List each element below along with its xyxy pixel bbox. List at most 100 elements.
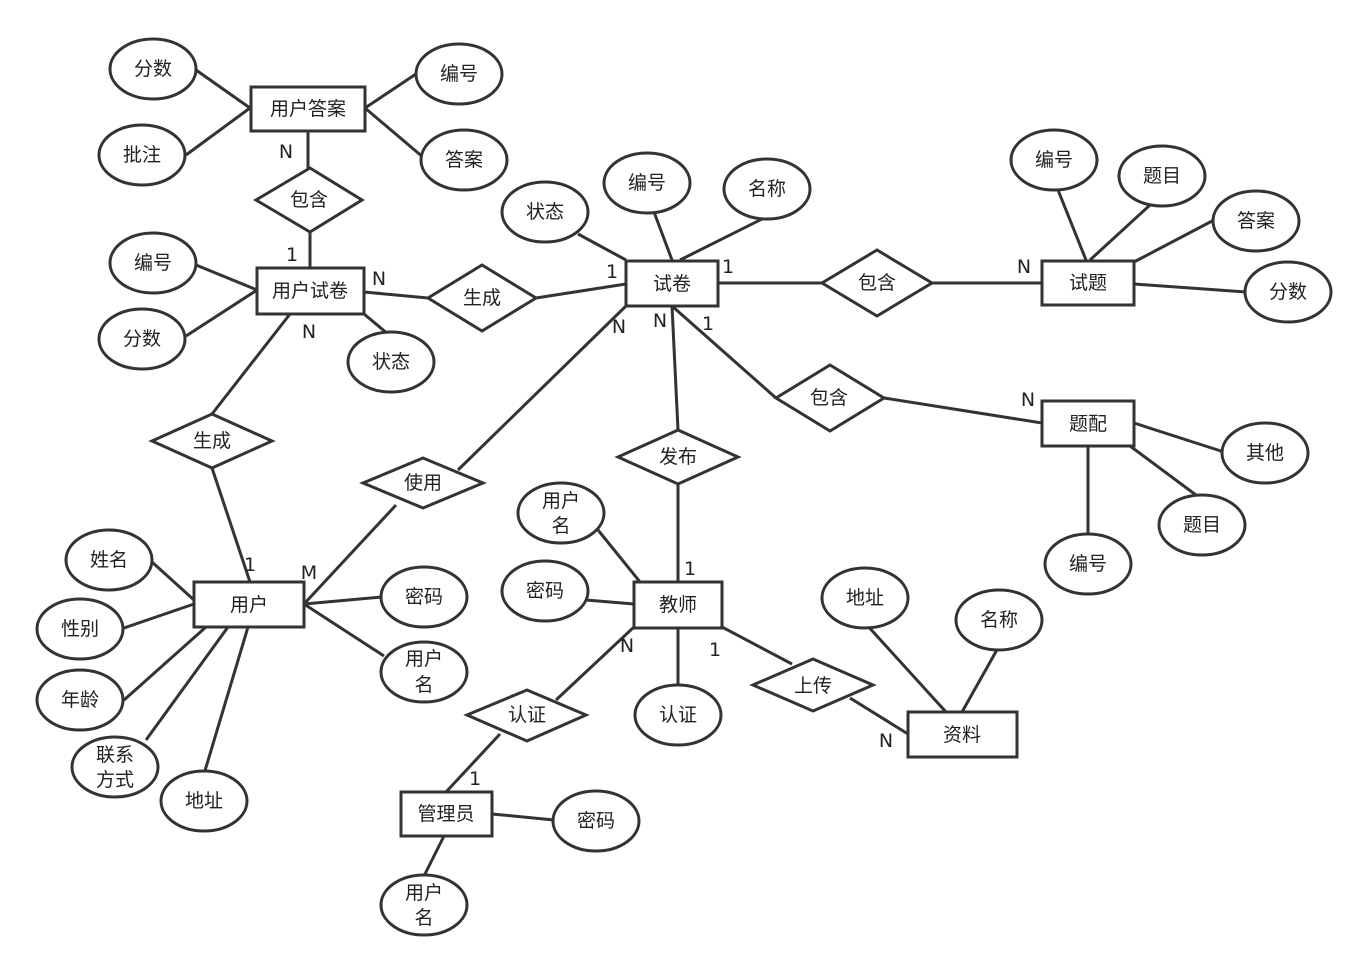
- relationship-publish[interactable]: 发布: [614, 428, 742, 486]
- attribute-a-username[interactable]: 用户 名: [379, 873, 469, 937]
- relationship-generate-user-label: 生成: [193, 430, 231, 452]
- attribute-q-number-label: 编号: [1035, 149, 1073, 171]
- attribute-mat-address[interactable]: 地址: [820, 566, 910, 630]
- relationship-contains-match[interactable]: 包含: [773, 363, 887, 433]
- attribute-t-cert-label: 认证: [659, 704, 697, 726]
- edge-user-address: [202, 626, 250, 775]
- attribute-u-password[interactable]: 密码: [379, 565, 469, 629]
- attribute-mat-address-label: 地址: [846, 587, 884, 609]
- edge-user-gender: [123, 602, 195, 630]
- entity-paper-label: 试卷: [653, 273, 691, 295]
- relationship-use[interactable]: 使用: [359, 456, 487, 510]
- relationship-certify[interactable]: 认证: [463, 688, 590, 743]
- attribute-up-score[interactable]: 分数: [97, 307, 187, 371]
- attribute-a-username-line1: 用户: [405, 882, 443, 904]
- attribute-q-answer-label: 答案: [1237, 210, 1275, 232]
- edge-admin-password: [491, 812, 555, 822]
- attribute-p-status[interactable]: 状态: [500, 180, 590, 244]
- entity-match-question-label: 题配: [1069, 413, 1107, 435]
- cardinality-p-contains-m: 1: [702, 313, 714, 335]
- attribute-up-score-label: 分数: [123, 328, 161, 350]
- attribute-mat-name[interactable]: 名称: [954, 588, 1044, 652]
- attribute-u-contact[interactable]: 联系 方式: [70, 735, 160, 799]
- relationship-contains-question[interactable]: 包含: [819, 248, 935, 318]
- edge-use-user: [302, 503, 398, 606]
- cardinality-p-generate: 1: [606, 261, 618, 283]
- edge-user-answer-score: [195, 68, 251, 110]
- attribute-u-name[interactable]: 姓名: [64, 528, 154, 592]
- attribute-t-password-label: 密码: [526, 580, 564, 602]
- attribute-q-score[interactable]: 分数: [1243, 260, 1333, 324]
- attribute-ua-comment[interactable]: 批注: [97, 123, 187, 187]
- relationship-generate-user[interactable]: 生成: [148, 412, 276, 470]
- attribute-u-address[interactable]: 地址: [159, 769, 249, 833]
- attribute-t-username-line2: 名: [551, 515, 570, 537]
- cardinality-t-publish: 1: [684, 558, 696, 580]
- relationship-generate-paper[interactable]: 生成: [425, 263, 539, 333]
- cardinality-user-generate: 1: [244, 554, 256, 576]
- attribute-m-title[interactable]: 题目: [1157, 493, 1247, 557]
- edge-user-age: [123, 625, 207, 702]
- entity-question[interactable]: 试题: [1040, 259, 1136, 307]
- attribute-m-number[interactable]: 编号: [1043, 532, 1133, 596]
- attribute-m-other[interactable]: 其他: [1220, 421, 1310, 485]
- attribute-p-name[interactable]: 名称: [722, 157, 812, 221]
- cardinality-p-publish: N: [653, 310, 667, 332]
- relationship-certify-label: 认证: [508, 704, 546, 726]
- edge-teacher-password: [585, 598, 635, 606]
- entity-user[interactable]: 用户: [192, 580, 306, 629]
- attribute-up-number[interactable]: 编号: [108, 231, 198, 295]
- entity-user-answer[interactable]: 用户答案: [249, 85, 367, 133]
- edge-user-paper-number: [195, 263, 258, 292]
- edge-generate-user: [210, 467, 252, 583]
- attribute-u-age[interactable]: 年龄: [35, 668, 125, 732]
- cardinality-t-certify: N: [620, 635, 634, 657]
- attribute-u-username[interactable]: 用户 名: [379, 640, 469, 704]
- attribute-u-age-label: 年龄: [61, 689, 99, 711]
- relationship-upload[interactable]: 上传: [749, 657, 877, 713]
- cardinality-p-use: N: [612, 316, 626, 338]
- attribute-ua-comment-label: 批注: [123, 144, 161, 166]
- entity-admin[interactable]: 管理员: [399, 790, 494, 838]
- attribute-up-number-label: 编号: [134, 252, 172, 274]
- attribute-ua-number[interactable]: 编号: [414, 42, 504, 106]
- entity-admin-label: 管理员: [417, 803, 474, 825]
- attribute-ua-answer-label: 答案: [445, 149, 483, 171]
- entity-match-question[interactable]: 题配: [1040, 399, 1136, 448]
- attribute-t-password[interactable]: 密码: [500, 559, 590, 623]
- entity-teacher[interactable]: 教师: [632, 580, 724, 630]
- attribute-a-password[interactable]: 密码: [551, 789, 641, 853]
- entity-material-label: 资料: [943, 724, 981, 746]
- attribute-t-username[interactable]: 用户 名: [516, 481, 606, 545]
- attribute-u-username-line2: 名: [414, 674, 433, 696]
- attribute-q-number[interactable]: 编号: [1009, 128, 1099, 192]
- edge-user-answer-number: [364, 72, 417, 110]
- edge-user-contact: [144, 626, 230, 741]
- edge-match-other: [1133, 421, 1225, 454]
- cardinality-ua-contains: N: [279, 141, 293, 163]
- cardinality-t-upload: 1: [709, 639, 721, 661]
- attribute-p-number[interactable]: 编号: [602, 151, 692, 215]
- entity-material[interactable]: 资料: [906, 710, 1019, 759]
- attribute-ua-answer[interactable]: 答案: [419, 128, 509, 192]
- attribute-u-gender[interactable]: 性别: [35, 597, 125, 661]
- entity-user-paper[interactable]: 用户试卷: [255, 266, 366, 316]
- edge-contains-match: [883, 396, 1043, 425]
- attribute-up-status[interactable]: 状态: [346, 330, 436, 394]
- attribute-t-cert[interactable]: 认证: [633, 683, 723, 747]
- entity-paper[interactable]: 试卷: [624, 259, 720, 308]
- attribute-ua-score[interactable]: 分数: [108, 37, 198, 101]
- relationship-contains-answer[interactable]: 包含: [253, 166, 365, 234]
- attribute-ua-score-label: 分数: [134, 58, 172, 80]
- edge-paper-name: [679, 213, 771, 262]
- attribute-u-address-label: 地址: [185, 790, 223, 812]
- edge-generate-paper: [535, 282, 627, 300]
- attribute-mat-name-label: 名称: [980, 609, 1018, 631]
- entity-user-answer-label: 用户答案: [270, 98, 346, 120]
- attribute-a-password-label: 密码: [577, 810, 615, 832]
- attribute-p-name-label: 名称: [748, 178, 786, 200]
- attribute-q-answer[interactable]: 答案: [1211, 189, 1301, 253]
- attribute-q-title[interactable]: 题目: [1117, 144, 1207, 208]
- attribute-t-username-line1: 用户: [542, 490, 580, 512]
